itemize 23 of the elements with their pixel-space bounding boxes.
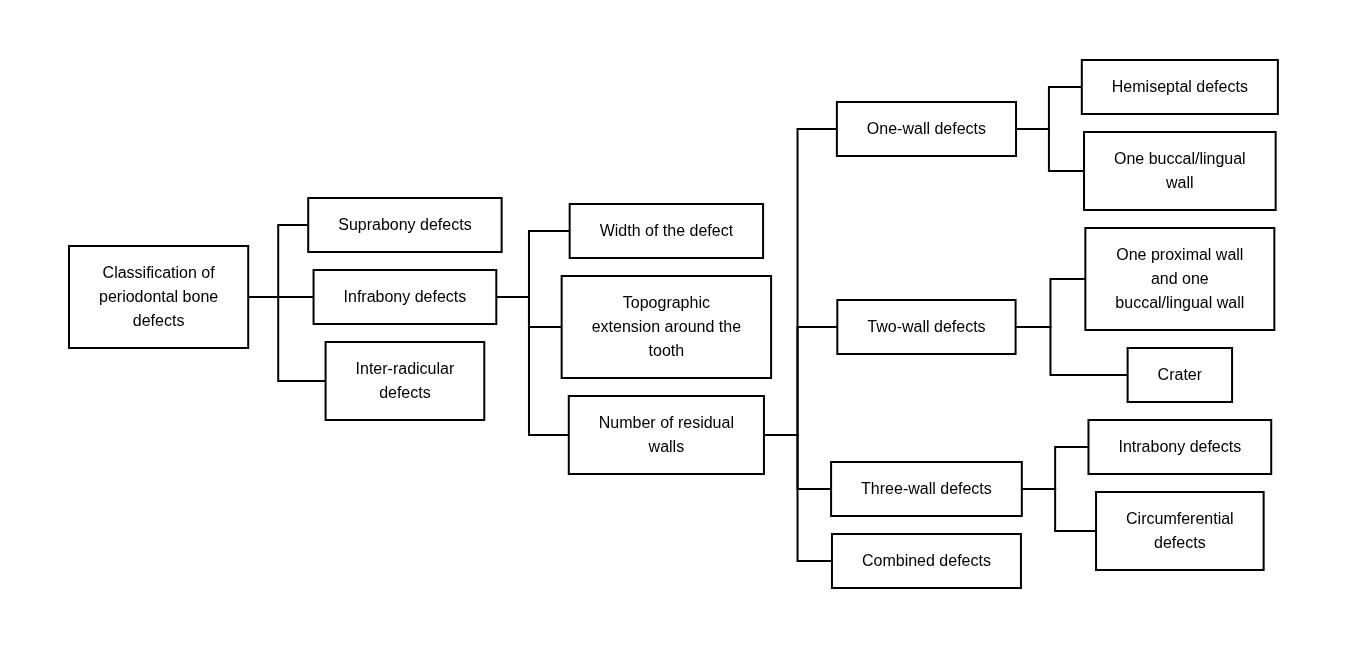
- connector: [1014, 128, 1085, 172]
- node-box: Intrabony defects: [1087, 419, 1272, 475]
- connector: [1020, 488, 1097, 532]
- node-box: Circumferential defects: [1094, 491, 1265, 571]
- node-box: Hemiseptal defects: [1080, 59, 1279, 115]
- connector: [762, 434, 833, 562]
- node-box: Crater: [1126, 347, 1233, 403]
- node-box: Classification of periodontal bone defects: [67, 245, 249, 349]
- node-box: Suprabony defects: [306, 197, 503, 253]
- node-box: Combined defects: [830, 533, 1022, 589]
- node-box: Two-wall defects: [835, 299, 1017, 355]
- node-box: Three-wall defects: [829, 461, 1023, 517]
- node-box: One buccal/lingual wall: [1082, 131, 1277, 211]
- node-box: Topographic extension around the tooth: [560, 275, 772, 379]
- connector: [494, 296, 570, 436]
- node-box: Inter-radicular defects: [324, 341, 485, 421]
- connector: [1014, 326, 1129, 376]
- node-box: Infrabony defects: [312, 269, 497, 325]
- node-box: Width of the defect: [568, 203, 764, 259]
- node-box: One proximal wall and one buccal/lingual wall: [1083, 227, 1275, 331]
- node-box: Number of residual walls: [567, 395, 765, 475]
- node-box: One-wall defects: [835, 101, 1017, 157]
- connector: [246, 296, 327, 382]
